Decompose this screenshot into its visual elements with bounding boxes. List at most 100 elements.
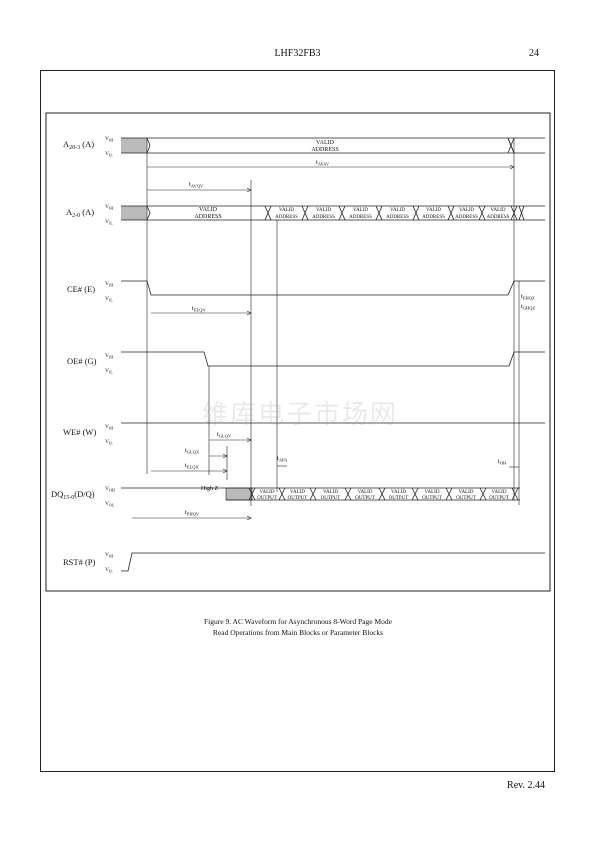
revision-label: Rev. 2.44 <box>507 780 545 791</box>
a2-page-cross-b <box>412 205 420 221</box>
a20-shaded-region <box>121 138 147 153</box>
elqx-arrow-arrowhead <box>222 468 228 474</box>
diagram-border <box>45 112 551 592</box>
rst-waveform <box>121 552 545 572</box>
signal-label-dq: DQ15-0(D/Q) <box>51 489 95 501</box>
page-address-label: ADDRESS <box>422 215 445 220</box>
dq-cross-b <box>278 487 286 501</box>
level-oe-high: VIH <box>105 353 113 360</box>
signal-label-ce: CE# (E) <box>67 284 95 294</box>
page-address-valid: VALID <box>390 208 405 213</box>
page-output-valid: VALID <box>323 490 338 495</box>
figure-caption-line2: Read Operations from Main Blocks or Para… <box>213 628 383 637</box>
page-address-labels: VALID ADDRESS VALID ADDRESS VALID ADDRESS VALI… <box>275 208 510 220</box>
dq-cross-b <box>511 487 519 501</box>
a2-page-cross-b <box>301 205 309 221</box>
page-address-valid: VALID <box>426 208 441 213</box>
a20-transition <box>146 137 151 154</box>
document-id: LHF32FB3 <box>274 48 321 59</box>
figure-caption-line1: Figure 9. AC Waveform for Asynchronous 8… <box>204 617 393 626</box>
page-output-label: OUTPUT <box>489 496 509 501</box>
timing-phqv: tPHQV <box>185 509 200 517</box>
page-address-label: ADDRESS <box>349 215 372 220</box>
page-output-label: OUTPUT <box>456 496 476 501</box>
a2-end-cross-b <box>518 205 525 221</box>
page-output-label: OUTPUT <box>422 496 442 501</box>
dq-undefined-region <box>225 487 253 501</box>
page-address-label: ADDRESS <box>386 215 409 220</box>
page-address-label: ADDRESS <box>312 215 335 220</box>
signal-label-rst: RST# (P) <box>63 557 96 567</box>
page-address-valid: VALID <box>353 208 368 213</box>
page-address-valid: VALID <box>279 208 294 213</box>
level-a20-high: VIH <box>105 136 113 143</box>
a20-valid-label: VALID <box>316 140 335 146</box>
level-rst-low: VIL <box>105 567 113 574</box>
glqx-arrow-arrowhead <box>222 453 228 459</box>
dq-cross-b <box>344 487 352 501</box>
a20-end-cross-b <box>507 137 515 154</box>
a2-page-cross-b <box>375 205 383 221</box>
timing-elqv: tELQV <box>192 305 207 313</box>
page-address-label: ADDRESS <box>275 215 298 220</box>
level-dq-high: VOH <box>105 486 115 493</box>
dq-cross-b <box>479 487 487 501</box>
a2-page-cross-b <box>447 205 455 221</box>
timing-apa: tAPA <box>277 455 288 463</box>
timing-oh: tOH <box>498 458 507 466</box>
timing-ghqz: tGHQZ <box>521 303 536 311</box>
page-address-label: ADDRESS <box>455 215 478 220</box>
page-output-label: OUTPUT <box>355 496 375 501</box>
page-address-valid: VALID <box>491 208 506 213</box>
timing-glqx: tGLQX <box>185 447 200 455</box>
avqv-arrow-arrowhead <box>246 187 252 193</box>
timing-avav: tAVAV <box>316 159 330 167</box>
a2-page-cross-b <box>338 205 346 221</box>
page-output-valid: VALID <box>391 490 406 495</box>
level-we-high: VIH <box>105 424 113 431</box>
page-output-valid: VALID <box>358 490 373 495</box>
page-address-label: ADDRESS <box>487 215 510 220</box>
page-output-valid: VALID <box>492 490 507 495</box>
signal-label-a20: A20-3 (A) <box>63 139 94 151</box>
page-number: 24 <box>529 48 539 59</box>
ce-waveform <box>121 280 545 296</box>
a20-address-label: ADDRESS <box>311 147 338 153</box>
waveforms <box>121 137 545 572</box>
timing-avqv: tAVQV <box>189 181 204 189</box>
level-ce-high: VIH <box>105 281 113 288</box>
page-output-valid: VALID <box>290 490 305 495</box>
page-output-label: OUTPUT <box>257 496 277 501</box>
a2-page-cross-b <box>478 205 486 221</box>
level-ce-low: VIL <box>105 296 113 303</box>
a2-page-cross-b <box>264 205 272 221</box>
timing-elqx: tELQX <box>185 462 200 470</box>
page-address-valid: VALID <box>316 208 331 213</box>
timing-ehqz: tEHQZ <box>521 293 535 301</box>
figure-frame <box>40 70 555 772</box>
level-a2-high: VIH <box>105 204 113 211</box>
signal-label-a2: A2-0 (A) <box>66 207 94 219</box>
signal-label-we: WE# (W) <box>63 427 96 437</box>
page-address-valid: VALID <box>459 208 474 213</box>
oe-waveform <box>121 351 545 367</box>
elqv-arrow-arrowhead <box>246 310 252 316</box>
high-z-label: High Z <box>201 486 219 492</box>
page-output-label: OUTPUT <box>288 496 308 501</box>
level-a2-low: VIL <box>105 219 113 226</box>
glqv-arrow-arrowhead <box>246 437 252 443</box>
a2-first-valid-label: VALID <box>199 207 218 213</box>
dq-cross-b <box>309 487 317 501</box>
a2-transition <box>146 205 151 221</box>
phqv-arrow-arrowhead <box>246 515 252 521</box>
timing-glqv: tGLQV <box>217 431 232 439</box>
page-output-labels: VALIDOUTPUTVALIDOUTPUTVALIDOUTPUTVALIDOU… <box>257 490 509 501</box>
page-output-label: OUTPUT <box>321 496 341 501</box>
level-a20-low: VIL <box>105 151 113 158</box>
timing-markers <box>132 138 520 521</box>
page-output-valid: VALID <box>425 490 440 495</box>
signal-label-oe: OE# (G) <box>67 356 97 366</box>
level-dq-low: VOL <box>105 501 115 508</box>
level-oe-low: VIL <box>105 368 113 375</box>
